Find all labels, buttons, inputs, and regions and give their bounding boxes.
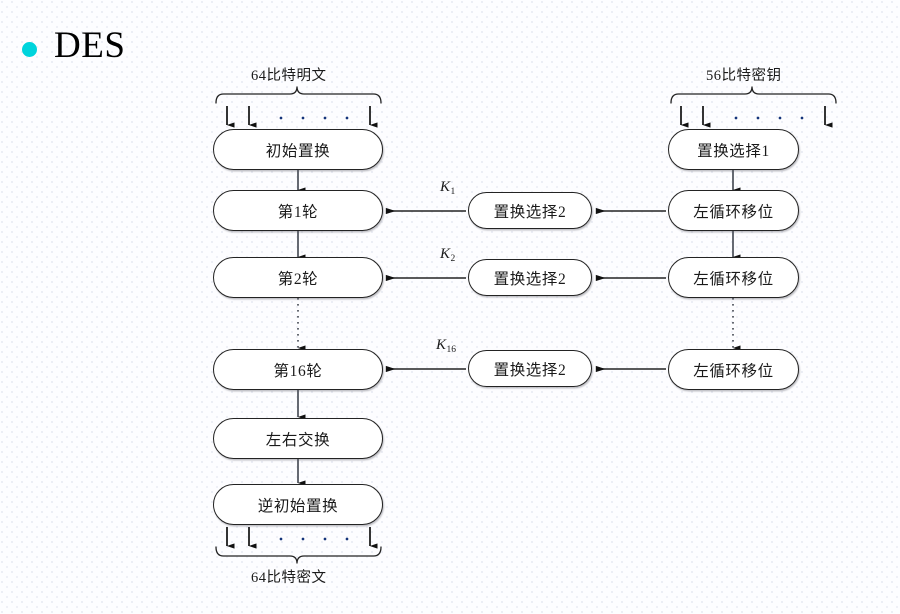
node-permuted-choice-2-round1[interactable]: 置换选择2 [468,192,592,229]
bullet-icon [22,41,37,57]
node-initial-permutation[interactable]: 初始置换 [213,129,383,170]
key-label-k2-sub: 2 [450,254,456,264]
node-permuted-choice-2-round2[interactable]: 置换选择2 [468,259,592,296]
node-permuted-choice-2-round16[interactable]: 置换选择2 [468,350,592,387]
key-label-k1-base: K [440,179,451,195]
key-label-k16-sub: 16 [446,345,457,355]
node-inverse-initial-permutation[interactable]: 逆初始置换 [213,484,383,525]
node-round-2[interactable]: 第2轮 [213,257,383,298]
key-label-k1: K1 [440,179,456,197]
label-ciphertext: 64比特密文 [251,570,327,586]
slide-title-row: DES [22,26,125,66]
node-left-shift-1[interactable]: 左循环移位 [668,190,799,231]
key-label-k16: K16 [436,337,457,355]
label-plaintext: 64比特明文 [251,68,327,84]
label-key: 56比特密钥 [706,68,782,84]
key-label-k2: K2 [440,246,456,264]
node-left-shift-2[interactable]: 左循环移位 [668,257,799,298]
node-left-shift-16[interactable]: 左循环移位 [668,349,799,390]
node-round-16[interactable]: 第16轮 [213,349,383,390]
node-left-right-swap[interactable]: 左右交换 [213,418,383,459]
key-label-k1-sub: 1 [450,187,456,197]
node-round-1[interactable]: 第1轮 [213,190,383,231]
node-permuted-choice-1[interactable]: 置换选择1 [668,129,799,170]
key-label-k2-base: K [440,246,451,262]
page-title: DES [54,25,126,66]
key-label-k16-base: K [436,337,447,353]
